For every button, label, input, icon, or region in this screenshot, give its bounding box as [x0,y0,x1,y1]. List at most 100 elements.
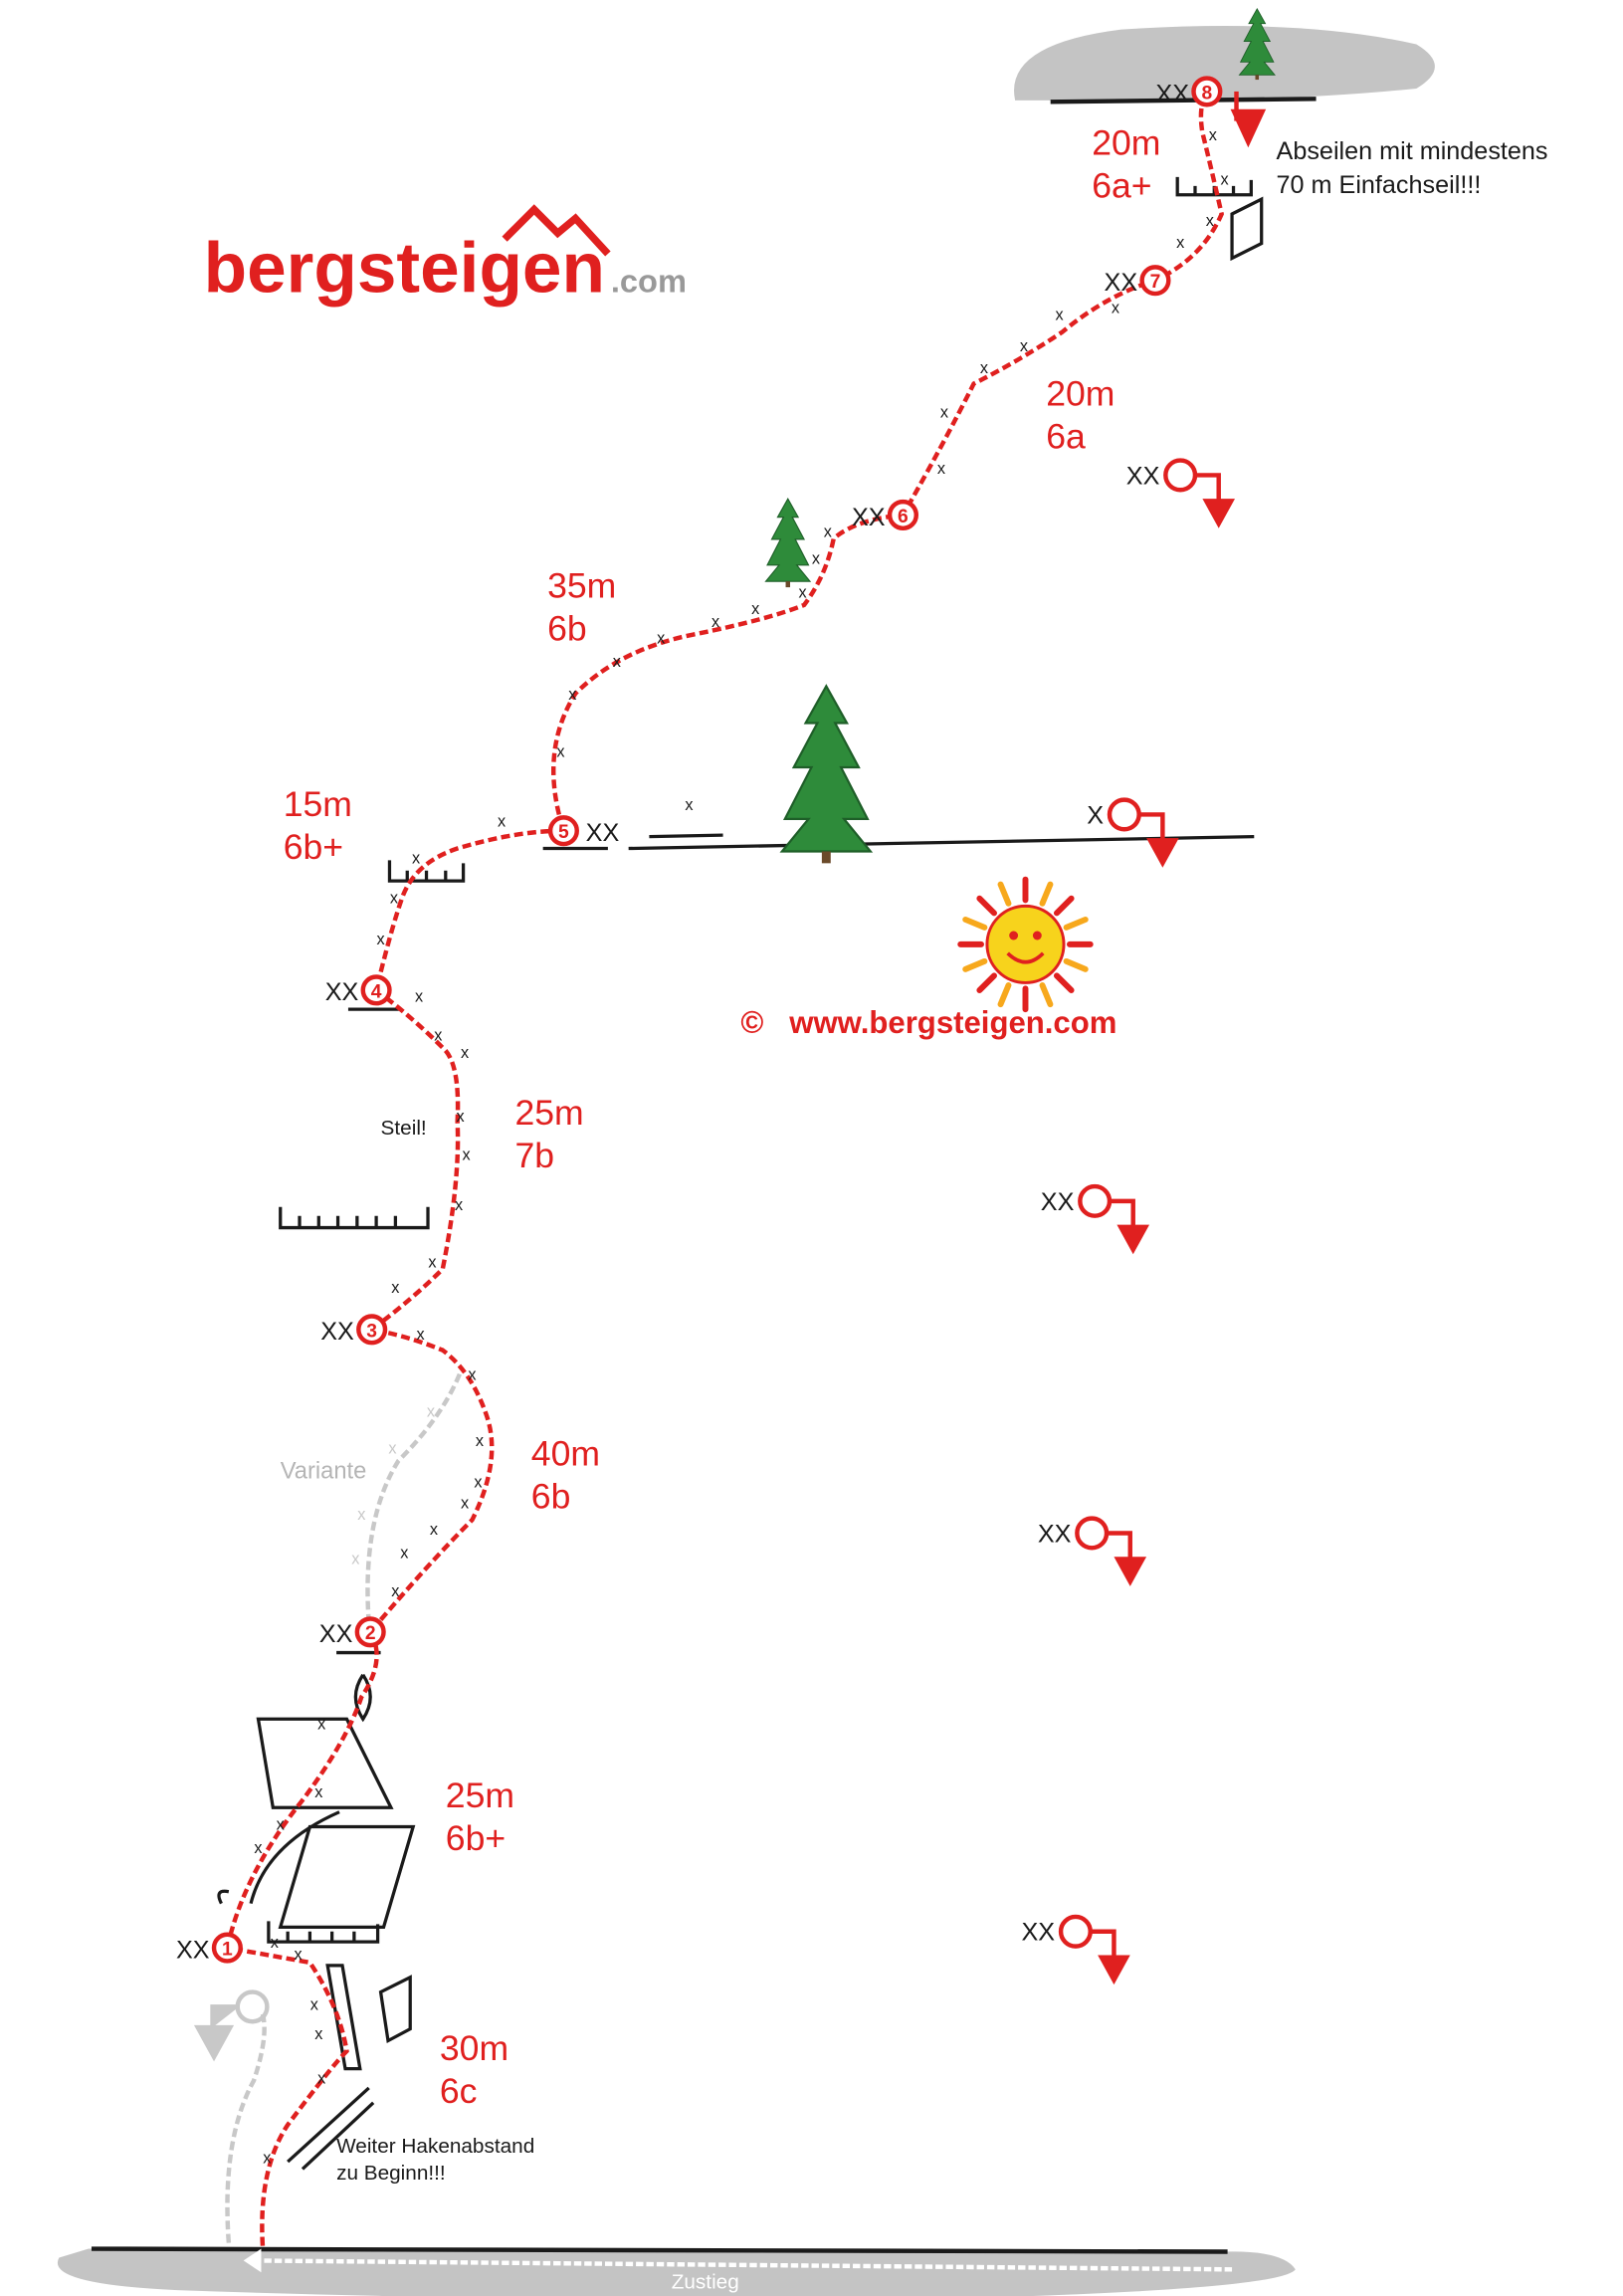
belay-bolts: XX [1105,269,1138,297]
bolt-marker: x [317,2069,325,2087]
sun-ray [997,881,1012,907]
rappel-bolts: X [1087,801,1104,829]
belay-number: 6 [898,507,909,527]
rappel-line [1109,1198,1135,1228]
bolt-marker: x [474,1474,482,1492]
bolt-marker: x [390,889,398,907]
rappel-line [1138,812,1165,842]
rappel-ring-icon [1107,797,1141,832]
sun-ray [1039,881,1054,907]
tree-icon [1238,7,1276,81]
belay-number: 2 [365,1623,376,1644]
bolt-markers: xxxxxxxxxxxxxxxxxxxxxxxxxxxxxxxxxxxxxxxx… [254,126,1228,2168]
website-link[interactable]: www.bergsteigen.com [788,1005,1116,1040]
bolt-marker: x [263,2150,271,2168]
bolt-marker: x [613,653,621,671]
bolt-marker: x [556,743,564,761]
rappel-bolts: XX [1126,462,1160,490]
bolt-marker: x [568,686,576,704]
variant-bolt-marker: x [388,1439,396,1457]
belay-ring-icon [547,815,579,847]
bolt-marker: x [376,931,384,948]
pitch-grade: 6c [440,2071,478,2111]
rappel-arrow-icon [1098,1955,1130,1985]
approach-path [254,2258,1233,2272]
belay-bolts: XX [319,1620,353,1648]
bolt-marker: x [254,1839,262,1857]
belay-bolts: XX [176,1936,210,1964]
spacing-note-line1: Weiter Hakenabstand [336,2135,534,2158]
pitch-length: 20m [1046,374,1115,414]
rappel-ring-icon [1078,1183,1113,1218]
bolt-marker: x [751,600,759,618]
pitch-length: 15m [284,784,352,824]
belay-ring-icon [354,1616,386,1648]
rappel-ring-icon [1058,1914,1093,1949]
descent-arrow-icon [193,2004,240,2062]
sun-ray [1053,972,1075,993]
sun-icon [957,876,1094,1013]
bolt-marker: x [711,613,719,631]
bolt-marker: x [1112,299,1119,316]
sun-ray [962,957,988,972]
rock-features [217,176,1264,2171]
summit-ledge [1050,97,1317,104]
pitch-grade: 6a [1046,417,1086,457]
bolt-marker: x [428,1254,436,1272]
bolt-marker: x [1056,307,1064,324]
belay-ring-icon [356,1314,388,1346]
pitch-grade: 6b [547,608,587,648]
variant-bolt-marker: x [427,1402,435,1420]
spacing-note-line2: zu Beginn!!! [336,2162,446,2185]
belay-bolts: XX [852,504,886,531]
rappel-line [1090,1929,1116,1959]
belay-number: 3 [366,1321,377,1342]
bolt-marker: x [685,796,693,814]
bolt-marker: x [1221,170,1229,188]
bolt-marker: x [812,549,820,567]
bolt-marker: x [1176,234,1184,252]
descent-ring-icon [235,1989,270,2024]
rappel-arrow-icon [1146,838,1179,868]
bolt-marker: x [310,1995,318,2013]
sun-ray [976,972,997,993]
tree-icon [764,497,812,588]
logo-suffix: .com [611,263,687,300]
tree-icon [779,684,874,864]
rappel-arrow-icon [1114,1557,1147,1586]
bolt-marker: x [940,404,948,422]
summit-rappel-arrow-icon [1230,108,1267,148]
bolt-marker: x [468,1365,476,1383]
pitch-length: 25m [514,1093,583,1133]
copyright-symbol: © [740,1005,763,1040]
belay-ring-icon [360,974,392,1006]
bolt-marker: x [314,2025,322,2043]
rappel-line [1194,473,1221,503]
descent-path [225,2013,267,2243]
logo-text: bergsteigen [204,230,605,309]
bolt-marker: x [1020,337,1028,355]
rappel-note-line2: 70 m Einfachseil!!! [1277,171,1482,199]
pitch-length: 35m [547,565,616,605]
pitch-length: 25m [446,1775,514,1815]
bolt-marker: x [277,1815,285,1833]
belay-bolts: XX [1155,80,1189,107]
belay-number: 7 [1150,272,1161,293]
belay-ring-icon [211,1932,243,1964]
bolt-marker: x [400,1545,408,1563]
belay-bolts: XX [320,1318,354,1346]
bolt-marker: x [430,1521,438,1539]
rappel-line [1107,1531,1132,1561]
bolt-marker: x [799,583,807,601]
bolt-marker: x [980,359,988,377]
variant-label: Variante [281,1459,367,1485]
sun-ray [1053,895,1075,917]
sun-ray [1063,957,1089,972]
belay-ring-icon [887,499,918,531]
variant-bolt-marker: x [351,1551,359,1568]
approach-label: Zustieg [672,2271,739,2294]
rappel-bolts: XX [1041,1188,1075,1216]
bolt-marker: x [498,812,506,830]
